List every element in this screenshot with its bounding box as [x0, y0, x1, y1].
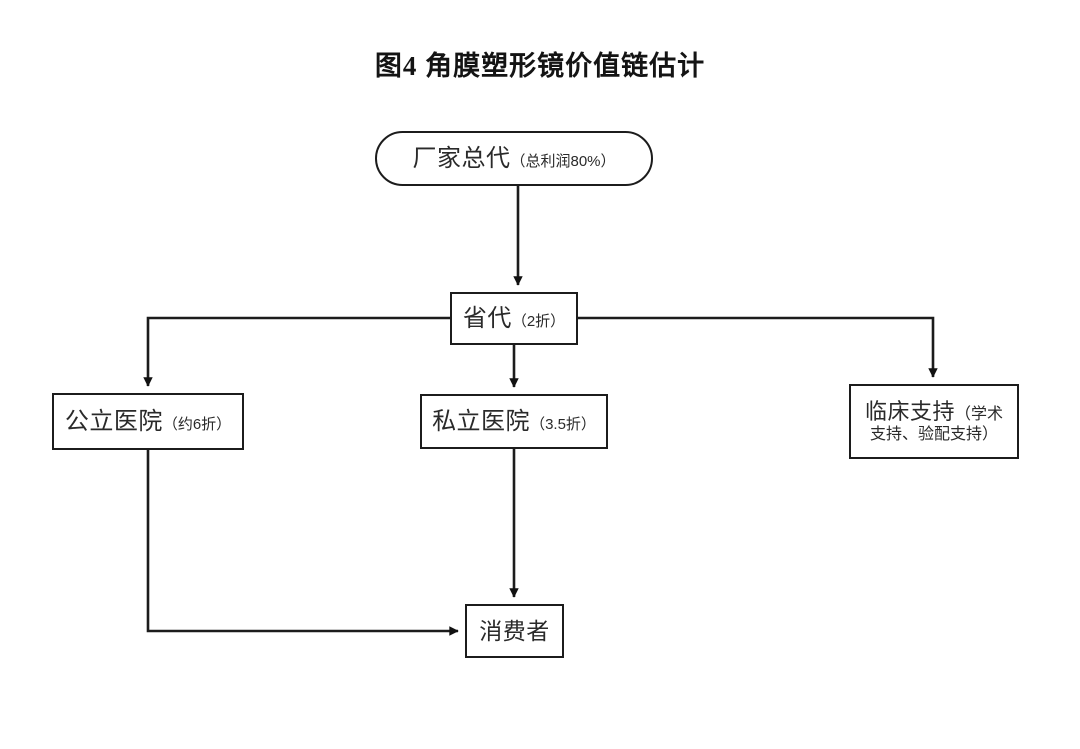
edge-public-hospital-to-consumer	[146, 450, 459, 636]
node-manufacturer-sublabel: （总利润80%）	[510, 152, 616, 170]
node-private-hospital-content: 私立医院（3.5折）	[426, 407, 602, 437]
node-private-hospital-label: 私立医院	[432, 407, 531, 435]
node-clinical-support-label: 临床支持	[864, 398, 955, 424]
node-public-hospital-content: 公立医院（约6折）	[59, 407, 237, 437]
node-private-hospital-sublabel: （3.5折）	[530, 415, 596, 433]
edge-provincial-to-public-hospital	[143, 316, 450, 387]
node-consumer-content: 消费者	[473, 617, 556, 646]
node-manufacturer-content: 厂家总代（总利润80%）	[406, 144, 621, 174]
node-public-hospital[interactable]: 公立医院（约6折）	[52, 393, 244, 450]
node-manufacturer-label: 厂家总代	[412, 144, 511, 172]
node-provincial-agent-content: 省代（2折）	[457, 304, 571, 334]
node-provincial-agent[interactable]: 省代（2折）	[450, 292, 578, 345]
node-clinical-support-content: 临床支持（学术 支持、验配支持）	[859, 398, 1009, 446]
node-manufacturer[interactable]: 厂家总代（总利润80%）	[375, 131, 653, 186]
node-public-hospital-sublabel: （约6折）	[162, 415, 232, 433]
node-clinical-support-sublabel-line1: （学术	[955, 405, 1004, 423]
figure-title: 图4 角膜塑形镜价值链估计	[374, 51, 706, 81]
node-consumer[interactable]: 消费者	[465, 604, 564, 658]
node-clinical-support[interactable]: 临床支持（学术 支持、验配支持）	[849, 384, 1019, 459]
node-consumer-label: 消费者	[479, 617, 550, 644]
edge-provincial-to-clinical-support	[578, 316, 938, 378]
node-clinical-support-sublabel-line2: 支持、验配支持）	[869, 426, 998, 444]
node-provincial-agent-sublabel: （2折）	[511, 312, 566, 330]
node-provincial-agent-label: 省代	[462, 304, 512, 332]
node-public-hospital-label: 公立医院	[64, 407, 163, 435]
node-private-hospital[interactable]: 私立医院（3.5折）	[420, 394, 608, 449]
